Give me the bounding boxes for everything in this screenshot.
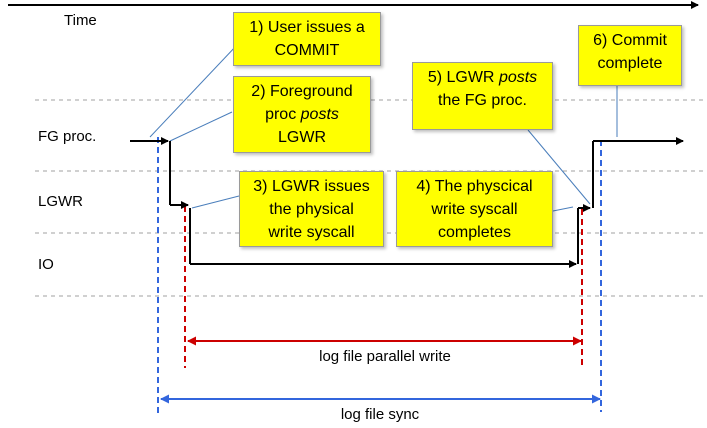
step-text-line: 4) The physcical [416, 178, 533, 195]
lane-label-lgwr: LGWR [38, 193, 83, 210]
step-box-6: 6) Commit complete [578, 25, 682, 86]
step-box-3: 3) LGWR issues the physical write syscall [239, 171, 384, 247]
step-text-line: write syscall [268, 224, 355, 241]
sync-label: log file sync [340, 406, 420, 423]
step-box-4: 4) The physcical write syscall completes [396, 171, 553, 247]
time-axis-label: Time [64, 12, 97, 29]
step-text-line: the FG proc. [438, 92, 527, 109]
step-text-line: 6) Commit [593, 32, 667, 49]
callout-line-step1 [149, 44, 238, 138]
parallel-write-label: log file parallel write [319, 348, 451, 365]
callout-line-step2 [169, 111, 233, 142]
step-text-line: 3) LGWR issues [253, 178, 370, 195]
lane-label-fg: FG proc. [38, 128, 97, 145]
step-text-line: completes [438, 224, 511, 241]
step-text-line: complete [597, 55, 663, 72]
step-text-line: the physical [269, 201, 354, 218]
step-text-line: LGWR [278, 129, 326, 146]
step-text-line: COMMIT [274, 42, 340, 59]
step-text-line: proc posts [265, 106, 339, 123]
callout-line-step5 [527, 129, 591, 205]
callout-line-step3 [191, 195, 240, 209]
step-text-line: 5) LGWR posts [427, 69, 538, 86]
step-text-line: 2) Foreground [251, 83, 353, 100]
step-box-5: 5) LGWR posts the FG proc. [412, 62, 553, 130]
step-box-1: 1) User issues a COMMIT [233, 12, 381, 66]
callout-line-step4 [552, 206, 574, 212]
lane-label-io: IO [38, 256, 54, 273]
step-text-line: write syscall [431, 201, 518, 218]
step-text-line: 1) User issues a [249, 19, 365, 36]
